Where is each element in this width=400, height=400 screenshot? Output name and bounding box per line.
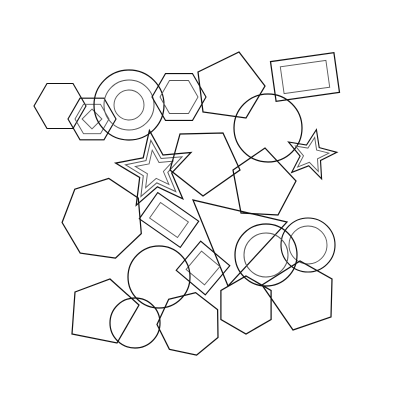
hexagon-shape: [33, 82, 87, 130]
hexagon-shape: [220, 275, 272, 335]
diamond-shape: [81, 108, 103, 130]
circle-shape: [127, 245, 191, 309]
star-shape: [134, 148, 175, 189]
circle-shape: [280, 217, 336, 273]
circle-shape: [113, 89, 145, 121]
diamond-shape: [185, 250, 221, 286]
pentagon-shape: [232, 147, 297, 216]
rectangle-shape: [138, 191, 200, 249]
heptagon-shape: [61, 177, 142, 259]
pentagon-shape: [261, 260, 333, 331]
circle-shape: [288, 225, 328, 265]
star-shape: [287, 128, 339, 181]
circle-shape: [243, 232, 289, 278]
heptagon-shape: [156, 292, 219, 356]
circle-shape: [93, 69, 165, 141]
pentagon-shape: [197, 51, 266, 119]
hexagon-shape: [159, 80, 199, 114]
hexagon-shape: [67, 97, 117, 141]
circle-shape: [234, 223, 298, 287]
circle-shape: [103, 79, 155, 131]
triangle-shape: [192, 199, 289, 288]
star-shape: [294, 136, 331, 173]
shape-layer: [33, 51, 341, 356]
circle-shape: [233, 93, 303, 163]
circle-shape: [109, 297, 161, 349]
pentagon-shape: [71, 278, 140, 344]
hexagon-shape: [74, 103, 110, 135]
rectangle-shape: [148, 201, 190, 239]
star-shape: [124, 138, 184, 198]
star-shape: [113, 128, 193, 207]
rectangle-shape: [279, 59, 331, 95]
diamond-shape: [175, 240, 231, 296]
pentagon-shape: [169, 132, 241, 197]
hexagon-shape: [151, 73, 207, 121]
rectangle-shape: [269, 52, 341, 102]
